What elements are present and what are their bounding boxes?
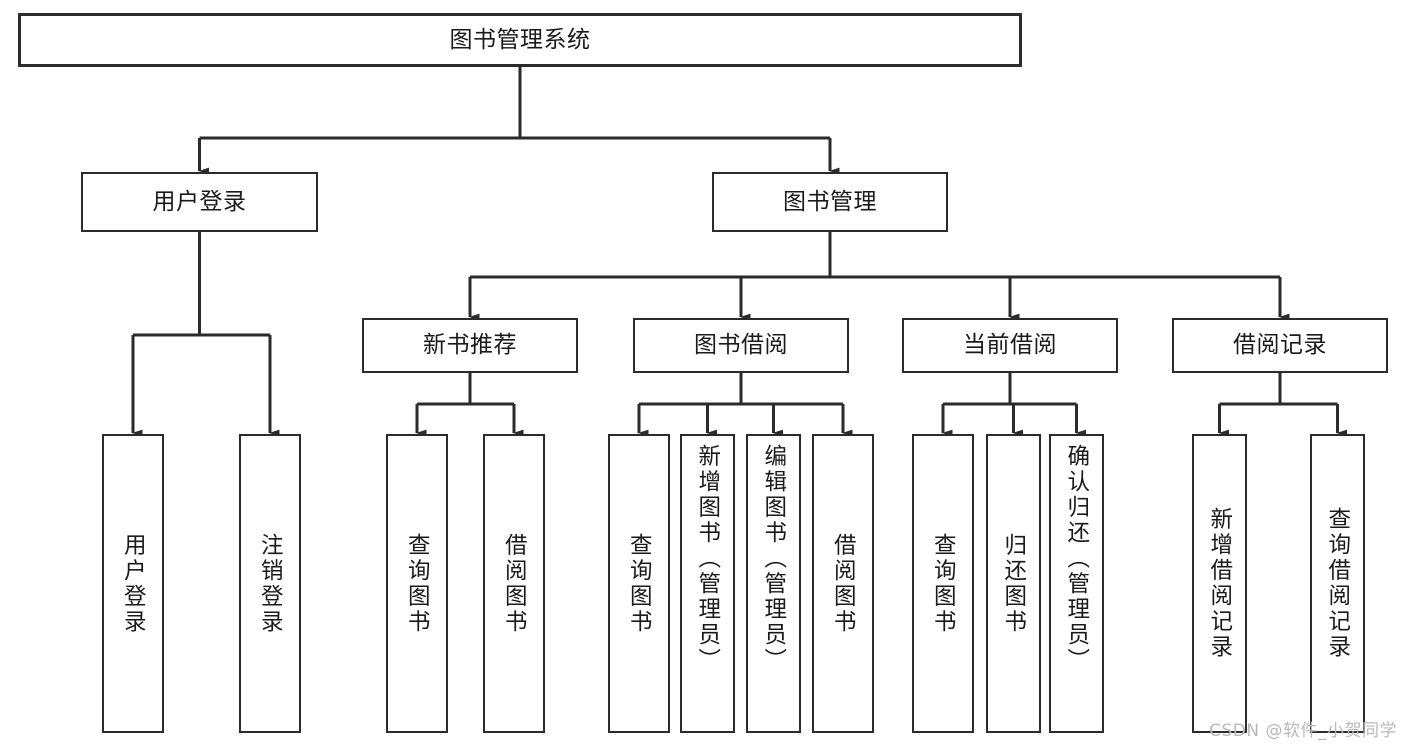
node-leaf-borrow-book-1[interactable]: 借阅图书 bbox=[483, 434, 545, 733]
node-leaf-return-book[interactable]: 归还图书 bbox=[986, 434, 1041, 733]
node-leaf-add-book[interactable]: 新增图书（管理员） bbox=[680, 434, 735, 733]
node-label: 当前借阅 bbox=[963, 332, 1057, 359]
node-label: 编辑图书（管理员） bbox=[760, 444, 787, 674]
node-label: 图书管理系统 bbox=[449, 26, 591, 53]
node-borrow-record[interactable]: 借阅记录 bbox=[1172, 318, 1388, 373]
node-new-book-recommend[interactable]: 新书推荐 bbox=[362, 318, 578, 373]
node-label: 确认归还（管理员） bbox=[1063, 444, 1090, 674]
node-label: 查询图书 bbox=[626, 532, 653, 635]
node-label: 查询图书 bbox=[404, 532, 431, 635]
node-label: 归还图书 bbox=[1000, 532, 1027, 635]
node-leaf-query-book-2[interactable]: 查询图书 bbox=[608, 434, 670, 733]
node-label: 注销登录 bbox=[257, 532, 284, 635]
node-label: 借阅图书 bbox=[830, 532, 857, 635]
node-book-manage[interactable]: 图书管理 bbox=[712, 172, 948, 232]
node-book-borrow[interactable]: 图书借阅 bbox=[633, 318, 849, 373]
node-label: 借阅记录 bbox=[1233, 332, 1327, 359]
node-current-borrow[interactable]: 当前借阅 bbox=[902, 318, 1118, 373]
node-root[interactable]: 图书管理系统 bbox=[18, 13, 1022, 67]
node-leaf-query-book-1[interactable]: 查询图书 bbox=[386, 434, 448, 733]
node-leaf-user-login[interactable]: 用户登录 bbox=[102, 434, 164, 733]
node-leaf-query-book-3[interactable]: 查询图书 bbox=[912, 434, 974, 733]
node-label: 图书借阅 bbox=[694, 332, 788, 359]
node-label: 查询图书 bbox=[930, 532, 957, 635]
node-user-login[interactable]: 用户登录 bbox=[81, 172, 318, 232]
node-label: 用户登录 bbox=[120, 532, 147, 635]
node-leaf-logout[interactable]: 注销登录 bbox=[239, 434, 301, 733]
node-leaf-edit-book[interactable]: 编辑图书（管理员） bbox=[746, 434, 801, 733]
node-label: 借阅图书 bbox=[501, 532, 528, 635]
node-leaf-borrow-book-2[interactable]: 借阅图书 bbox=[812, 434, 874, 733]
node-label: 新增图书（管理员） bbox=[694, 444, 721, 674]
node-label: 用户登录 bbox=[152, 188, 247, 215]
node-label: 图书管理 bbox=[783, 188, 877, 215]
node-leaf-confirm-return[interactable]: 确认归还（管理员） bbox=[1049, 434, 1104, 733]
node-label: 新增借阅记录 bbox=[1206, 507, 1233, 660]
node-label: 查询借阅记录 bbox=[1324, 507, 1351, 660]
node-label: 新书推荐 bbox=[423, 332, 517, 359]
node-leaf-query-record[interactable]: 查询借阅记录 bbox=[1310, 434, 1365, 733]
node-leaf-add-record[interactable]: 新增借阅记录 bbox=[1192, 434, 1247, 733]
edge-paths bbox=[131, 67, 1348, 437]
